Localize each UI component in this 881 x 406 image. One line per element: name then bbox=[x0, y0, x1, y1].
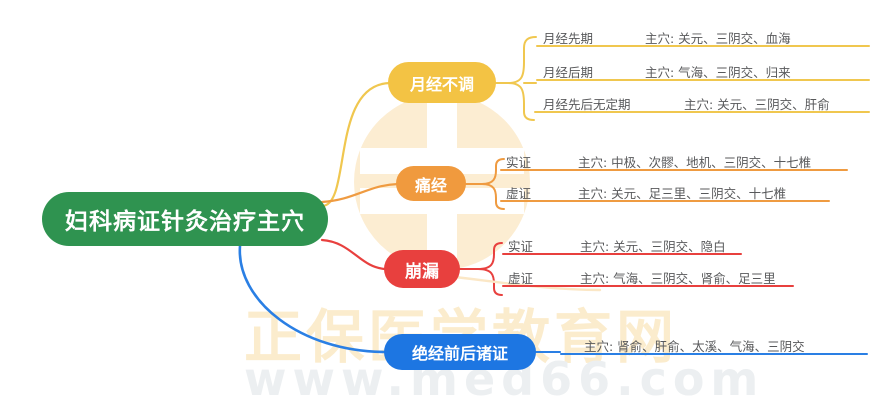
leaf-underline bbox=[536, 45, 870, 47]
leaf-value: 主穴: 肾俞、肝俞、太溪、气海、三阴交 bbox=[584, 339, 805, 354]
leaf-underline bbox=[500, 169, 848, 171]
leaf-underline bbox=[502, 285, 794, 287]
leaf-label: 月经先期 bbox=[543, 31, 594, 46]
leaf-value: 主穴: 关元、三阴交、血海 bbox=[645, 31, 791, 46]
leaf-underline bbox=[536, 79, 870, 81]
branch-node-menopause[interactable]: 绝经前后诸证 bbox=[384, 334, 536, 370]
connector-root-to-branch-2 bbox=[320, 238, 388, 271]
leaf-underline bbox=[560, 353, 868, 355]
connector-root-to-branch-3 bbox=[238, 244, 388, 354]
leaf-value: 主穴: 中极、次髎、地机、三阴交、十七椎 bbox=[578, 155, 812, 170]
connector-branch-1-bracket-lower bbox=[481, 183, 505, 210]
leaf-underline bbox=[502, 253, 742, 255]
leaf-label: 月经后期 bbox=[543, 65, 594, 80]
leaf-label: 月经先后无定期 bbox=[543, 97, 631, 112]
connector-branch-0-bracket bbox=[495, 36, 537, 84]
root-node[interactable]: 妇科病证针灸治疗主穴 bbox=[42, 192, 328, 246]
connector-branch-1-bracket bbox=[465, 158, 505, 185]
leaf-label: 实证 bbox=[506, 155, 532, 170]
leaf-value: 主穴: 气海、三阴交、肾俞、足三里 bbox=[580, 271, 776, 286]
leaf-underline bbox=[500, 200, 830, 202]
connector-branch-2-bracket bbox=[459, 242, 503, 270]
leaf-label: 虚证 bbox=[508, 271, 534, 286]
leaf-value: 主穴: 关元、三阴交、肝俞 bbox=[684, 97, 830, 112]
leaf-value: 主穴: 关元、足三里、三阴交、十七椎 bbox=[578, 186, 787, 201]
leaf-value: 主穴: 气海、三阴交、归来 bbox=[645, 65, 791, 80]
branch-node-metrorrhagia[interactable]: 崩漏 bbox=[384, 250, 460, 288]
connector-root-to-branch-1 bbox=[320, 182, 400, 204]
leaf-value: 主穴: 关元、三阴交、隐白 bbox=[580, 239, 726, 254]
branch-node-dysmenorrhea[interactable]: 痛经 bbox=[396, 166, 466, 201]
connector-branch-2-bracket-lower bbox=[477, 268, 503, 296]
connector-branch-0-bracket-lower bbox=[507, 82, 535, 121]
leaf-underline bbox=[534, 111, 870, 113]
branch-node-menstrual-irregularity[interactable]: 月经不调 bbox=[388, 62, 496, 103]
leaf-label: 实证 bbox=[508, 239, 534, 254]
leaf-label: 虚证 bbox=[506, 186, 532, 201]
